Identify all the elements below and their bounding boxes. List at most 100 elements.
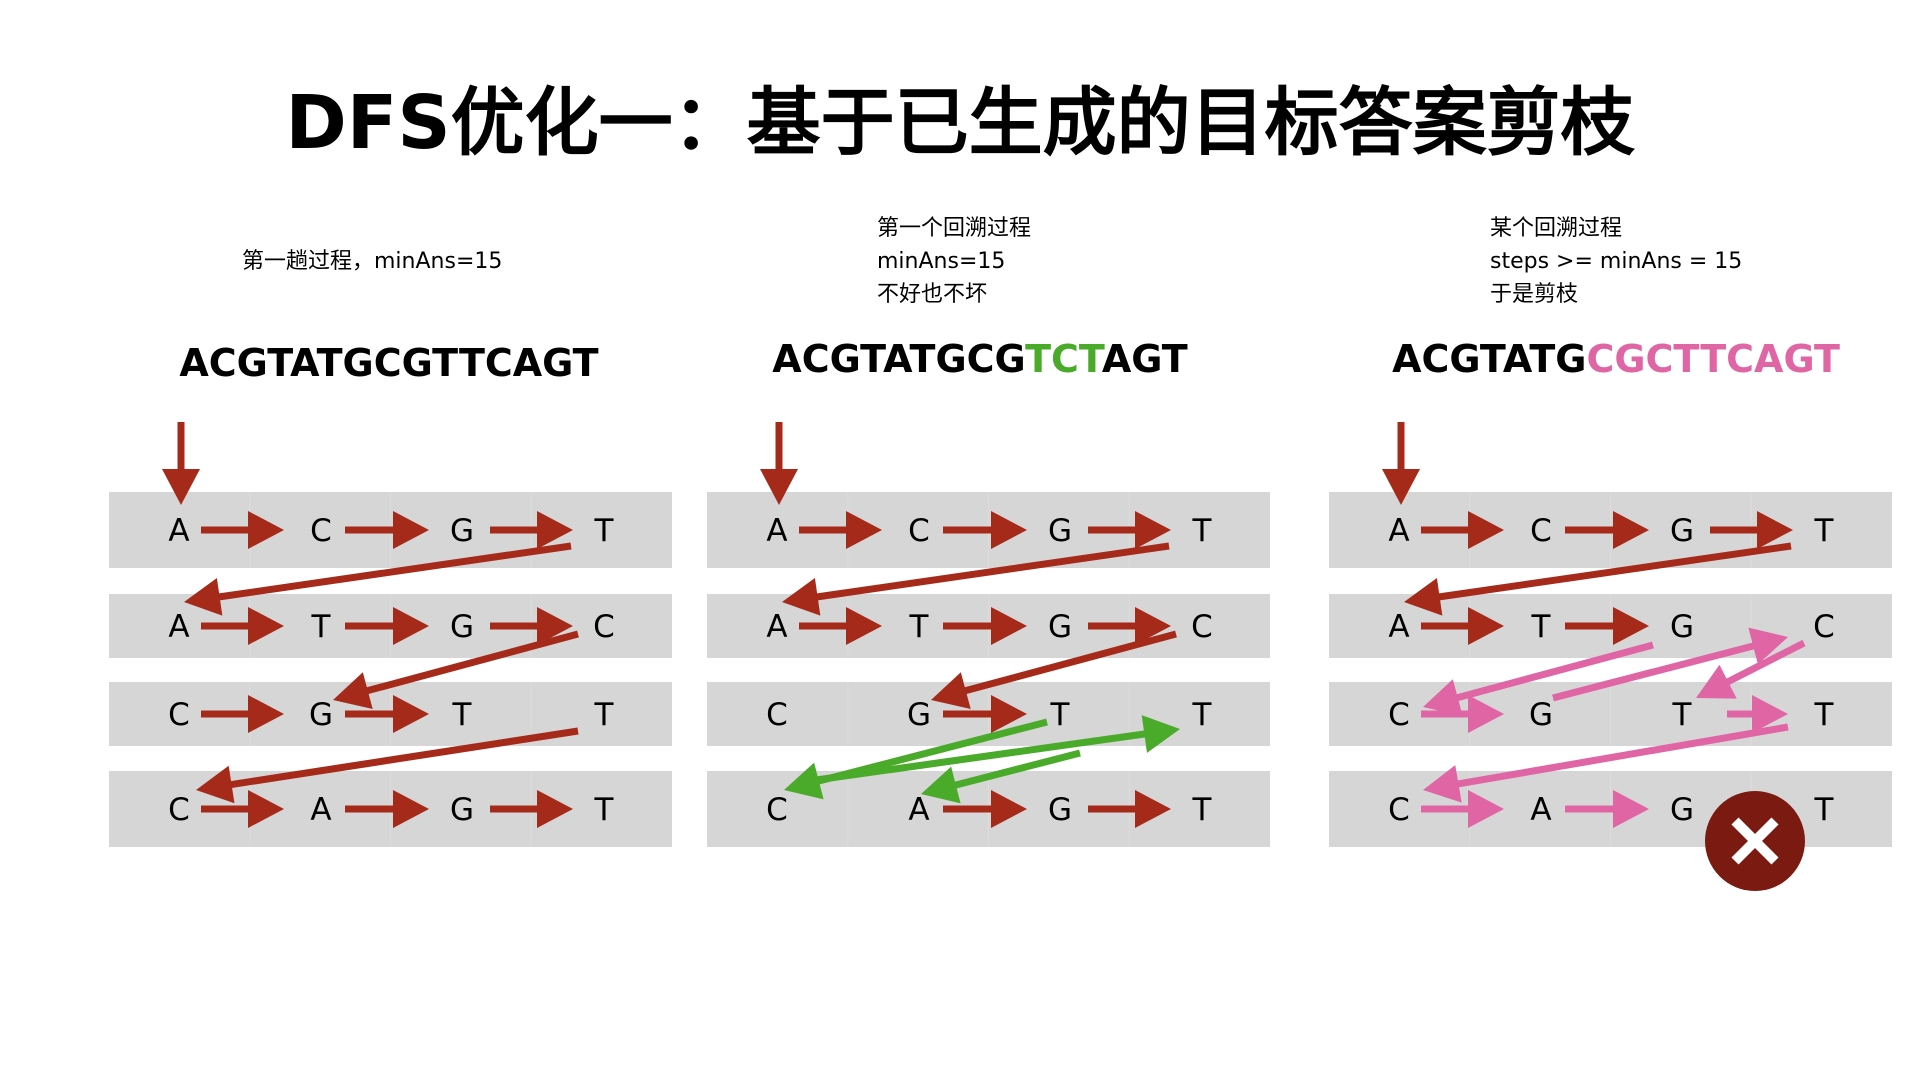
panel-caption: 某个回溯过程 steps >= minAns = 15 于是剪枝 [1490, 216, 1742, 307]
step-arrow [490, 607, 573, 645]
nucleotide-cell: T [1192, 513, 1213, 549]
step-arrow [1565, 511, 1649, 549]
nucleotide-cell: C [766, 792, 788, 828]
nucleotide-cell: A [1530, 792, 1551, 828]
backtrack-arrow [1423, 641, 1654, 716]
backtrack-arrow [196, 727, 579, 804]
nucleotide-cell: T [1814, 792, 1835, 828]
close-icon [1705, 791, 1805, 891]
step-arrow [943, 511, 1027, 549]
step-arrow [201, 511, 284, 549]
nucleotide-cell: T [594, 513, 615, 549]
backtrack-arrow [1423, 723, 1789, 803]
nucleotide-cell: A [766, 609, 787, 645]
sequence-segment: TCT [1025, 337, 1105, 381]
caption-line: 第一个回溯过程 [877, 216, 1031, 241]
backtrack-arrow [808, 715, 1180, 785]
nucleotide-cell: C [168, 697, 190, 733]
backtrack-arrow [782, 542, 1170, 616]
nucleotide-cell: T [1192, 697, 1213, 733]
caption-line: 某个回溯过程 [1490, 216, 1622, 241]
nucleotide-cell: G [1048, 792, 1072, 828]
step-arrow [1710, 511, 1793, 549]
nucleotide-cell: G [309, 697, 333, 733]
nucleotide-cell: T [1050, 697, 1071, 733]
nucleotide-cell: C [1813, 609, 1835, 645]
nucleotide-cell: T [594, 697, 615, 733]
sequence-segment: ACGTATGCG [772, 337, 1025, 381]
step-arrow [1727, 695, 1788, 733]
nucleotide-cell: A [908, 792, 929, 828]
nucleotide-cell: G [450, 609, 474, 645]
start-down-arrow [760, 422, 798, 505]
target-sequence: ACGTATGCGTCTAGT [772, 337, 1187, 381]
nucleotide-cell: T [909, 609, 930, 645]
step-arrow [943, 607, 1027, 645]
nucleotide-cell: G [1670, 792, 1694, 828]
step-arrow [1088, 511, 1171, 549]
step-arrow [201, 695, 284, 733]
nucleotide-cell: A [310, 792, 331, 828]
start-down-arrow [162, 422, 200, 505]
caption-line: 不好也不坏 [877, 282, 987, 307]
nucleotide-cell: T [1814, 513, 1835, 549]
step-arrow [799, 511, 882, 549]
sequence-segment: ACGTATG [1392, 337, 1586, 381]
step-arrow [345, 607, 429, 645]
step-arrow [1421, 790, 1504, 828]
step-arrow [1088, 607, 1171, 645]
nucleotide-cell: G [1670, 609, 1694, 645]
nucleotide-cell: G [1670, 513, 1694, 549]
nucleotide-cell: C [1388, 697, 1410, 733]
nucleotide-cell: G [1048, 513, 1072, 549]
caption-line: steps >= minAns = 15 [1490, 249, 1742, 274]
start-down-arrow [1382, 422, 1420, 505]
nucleotide-cell: C [766, 697, 788, 733]
step-arrow [943, 790, 1027, 828]
nucleotide-cell: T [1814, 697, 1835, 733]
backtrack-arrow [921, 749, 1081, 804]
nucleotide-cell: T [1192, 792, 1213, 828]
nucleotide-cell: C [593, 609, 615, 645]
step-arrow [345, 790, 429, 828]
caption-line: minAns=15 [877, 249, 1005, 274]
backtrack-arrow [1552, 627, 1788, 702]
caption-line: 于是剪枝 [1490, 282, 1578, 307]
nucleotide-cell: A [1388, 609, 1409, 645]
sequence-segment: ACGTATGCGTTCAGT [179, 341, 598, 385]
nucleotide-cell: G [450, 792, 474, 828]
backtrack-arrow [1696, 639, 1806, 699]
nucleotide-cell: T [1531, 609, 1552, 645]
panel-caption: 第一趟过程，minAns=15 [242, 249, 502, 274]
backtrack-arrow [1404, 542, 1792, 616]
sequence-segment: CGCTTCAGT [1586, 337, 1839, 381]
nucleotide-cell: C [1388, 792, 1410, 828]
backtrack-arrow [333, 630, 579, 709]
step-arrow [201, 607, 284, 645]
backtrack-arrow [184, 542, 572, 616]
panel-caption: 第一个回溯过程 minAns=15 不好也不坏 [877, 216, 1031, 307]
step-arrow [345, 511, 429, 549]
nucleotide-cell: C [310, 513, 332, 549]
step-arrow [943, 695, 1027, 733]
step-arrow [1565, 790, 1649, 828]
nucleotide-cell: A [168, 513, 189, 549]
step-arrow [490, 790, 573, 828]
target-sequence: ACGTATGCGTTCAGT [179, 341, 598, 385]
step-arrow [1088, 790, 1171, 828]
nucleotide-cell: G [450, 513, 474, 549]
step-arrow [490, 511, 573, 549]
target-sequence: ACGTATGCGCTTCAGT [1392, 337, 1840, 381]
nucleotide-cell: T [1672, 697, 1693, 733]
nucleotide-cell: G [1048, 609, 1072, 645]
nucleotide-cell: G [907, 697, 931, 733]
step-arrow [201, 790, 284, 828]
nucleotide-cell: C [908, 513, 930, 549]
nucleotide-cell: C [1191, 609, 1213, 645]
step-arrow [1421, 511, 1504, 549]
step-arrow [1421, 607, 1504, 645]
nucleotide-cell: A [168, 609, 189, 645]
